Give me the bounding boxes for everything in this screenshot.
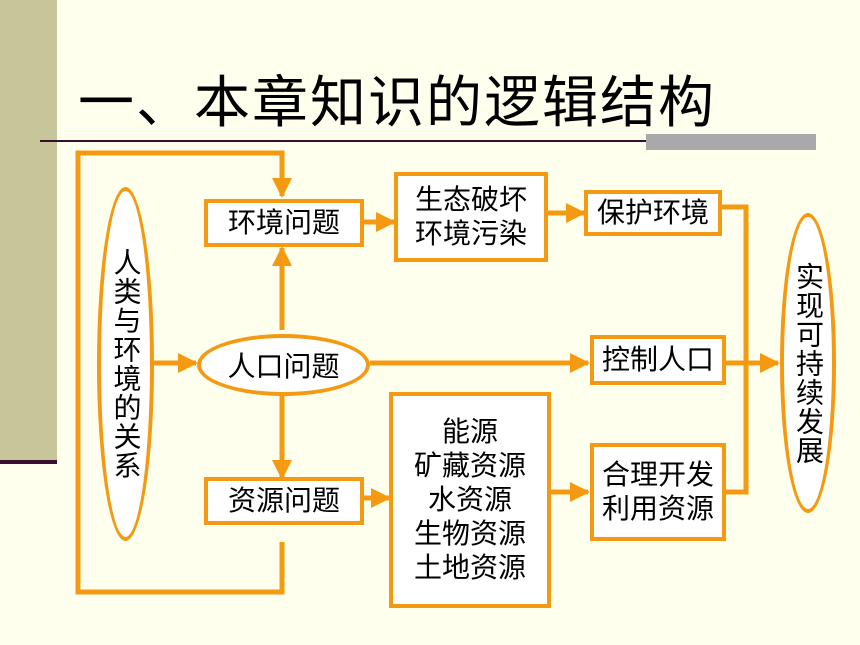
loop-top-line <box>75 150 285 595</box>
page-title: 一、本章知识的逻辑结构 <box>78 71 716 136</box>
node-control-population-label: 控制人口 <box>601 342 714 376</box>
node-population-issue-label: 人口问题 <box>227 350 340 383</box>
node-control-population: 控制人口 <box>590 335 726 385</box>
node-resource-list: 能源 矿藏资源 水资源 生物资源 土地资源 <box>389 392 551 608</box>
node-resource-issue-label: 资源问题 <box>227 483 340 517</box>
node-develop-resources: 合理开发 利用资源 <box>590 443 726 541</box>
left-decor-line <box>0 460 57 464</box>
node-environment-issue: 环境问题 <box>204 199 364 247</box>
node-protect-environment-label: 保护环境 <box>596 195 709 229</box>
title-divider <box>40 140 816 142</box>
node-environment-issue-label: 环境问题 <box>227 205 340 239</box>
node-resource-issue: 资源问题 <box>204 477 364 525</box>
node-human-environment-relation-label: 人类与环境的关系 <box>109 248 143 480</box>
node-develop-resources-label: 合理开发 利用资源 <box>601 457 714 525</box>
left-decor-band <box>0 0 57 460</box>
node-sustainable-development: 实现可持续发展 <box>780 213 836 513</box>
node-environment-damage-label: 生态破坏 环境污染 <box>414 182 527 250</box>
node-sustainable-development-label: 实现可持续发展 <box>792 261 825 465</box>
collector-top <box>722 204 749 495</box>
node-population-issue: 人口问题 <box>197 334 370 396</box>
title-divider-accent <box>646 134 816 150</box>
node-protect-environment: 保护环境 <box>584 190 722 236</box>
node-human-environment-relation: 人类与环境的关系 <box>97 187 154 541</box>
node-environment-damage: 生态破坏 环境污染 <box>394 172 548 262</box>
node-resource-list-label: 能源 矿藏资源 水资源 生物资源 土地资源 <box>413 414 526 585</box>
